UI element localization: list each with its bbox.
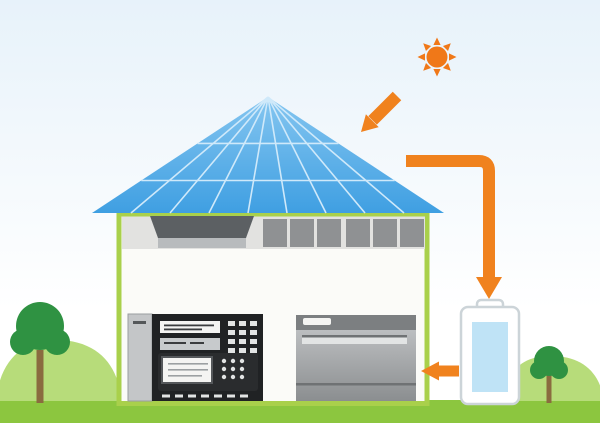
tree-right (530, 346, 568, 403)
console-button (239, 339, 246, 344)
console-button (239, 321, 246, 326)
tree-left-trunk (36, 350, 44, 403)
microwave-button (221, 366, 227, 372)
tree-left (10, 302, 70, 403)
microwave-button (239, 374, 245, 380)
console-button (250, 339, 257, 344)
display-line (164, 342, 186, 344)
window-pane (290, 219, 314, 247)
bush-left (0, 339, 122, 401)
dishwasher-recess-shadow (302, 335, 407, 338)
display-line (190, 342, 204, 344)
microwave-button (230, 374, 236, 380)
arrow-roof-to-battery-icon (406, 155, 502, 299)
console-button (228, 330, 235, 335)
window-pane (400, 219, 424, 247)
microwave-window-line (168, 369, 208, 371)
console-button (250, 348, 257, 353)
console-button (250, 330, 257, 335)
vent-dash (175, 394, 183, 398)
microwave-buttons (221, 358, 245, 380)
solar-panel-roof (92, 96, 444, 214)
console-button (228, 348, 235, 353)
tree-left-canopy (16, 302, 64, 350)
window-pane (373, 219, 397, 247)
kitchen-console (127, 313, 263, 402)
roof-panel-surface (92, 97, 444, 213)
range-hood-vent (158, 238, 246, 248)
range-hood (150, 216, 254, 238)
microwave-button (221, 358, 227, 364)
arrow-head (476, 277, 502, 299)
vent-dash (240, 394, 248, 398)
arrow-sun-to-roof-icon (361, 91, 402, 132)
console-button (250, 321, 257, 326)
sun-icon (417, 37, 457, 77)
console-vent (162, 394, 248, 398)
dishwasher (296, 315, 416, 401)
vent-dash (214, 394, 222, 398)
console-side-handle (133, 321, 146, 324)
console-buttons (228, 321, 257, 353)
microwave-button (239, 358, 245, 364)
arrow-shaft (368, 91, 402, 125)
tree-right-trunk (546, 372, 552, 403)
console-side-panel (127, 313, 153, 402)
vent-dash (201, 394, 209, 398)
display-line (164, 328, 202, 331)
dishwasher-handle (303, 318, 331, 325)
roof-grid-columns (130, 96, 405, 214)
window-pane (263, 219, 287, 247)
storage-battery (459, 298, 521, 406)
console-button (239, 348, 246, 353)
dishwasher-recess (302, 335, 407, 344)
window-pane (346, 219, 370, 247)
house (116, 211, 430, 406)
vent-dash (162, 394, 170, 398)
arrow-battery-to-appliance-icon (421, 361, 459, 381)
tree-right-canopy (534, 346, 564, 376)
battery-cell-window (472, 322, 508, 392)
microwave-window-line (168, 363, 208, 365)
microwave-button (221, 374, 227, 380)
microwave-button (230, 358, 236, 364)
vent-dash (188, 394, 196, 398)
console-display (160, 321, 220, 333)
console-button (228, 339, 235, 344)
arrow-head (361, 114, 379, 132)
window-pane (317, 219, 341, 247)
microwave-button (239, 366, 245, 372)
arrow-head (421, 361, 439, 381)
microwave-window-line (168, 375, 202, 377)
display-line (164, 324, 214, 327)
roof-grid-rows (141, 142, 395, 182)
vent-dash (227, 394, 235, 398)
arrow-shaft (406, 155, 495, 279)
dishwasher-seam (296, 383, 416, 386)
microwave-button (230, 366, 236, 372)
console-button (228, 321, 235, 326)
console-button (239, 330, 246, 335)
sun-core (426, 46, 448, 68)
bush-right (504, 356, 600, 401)
